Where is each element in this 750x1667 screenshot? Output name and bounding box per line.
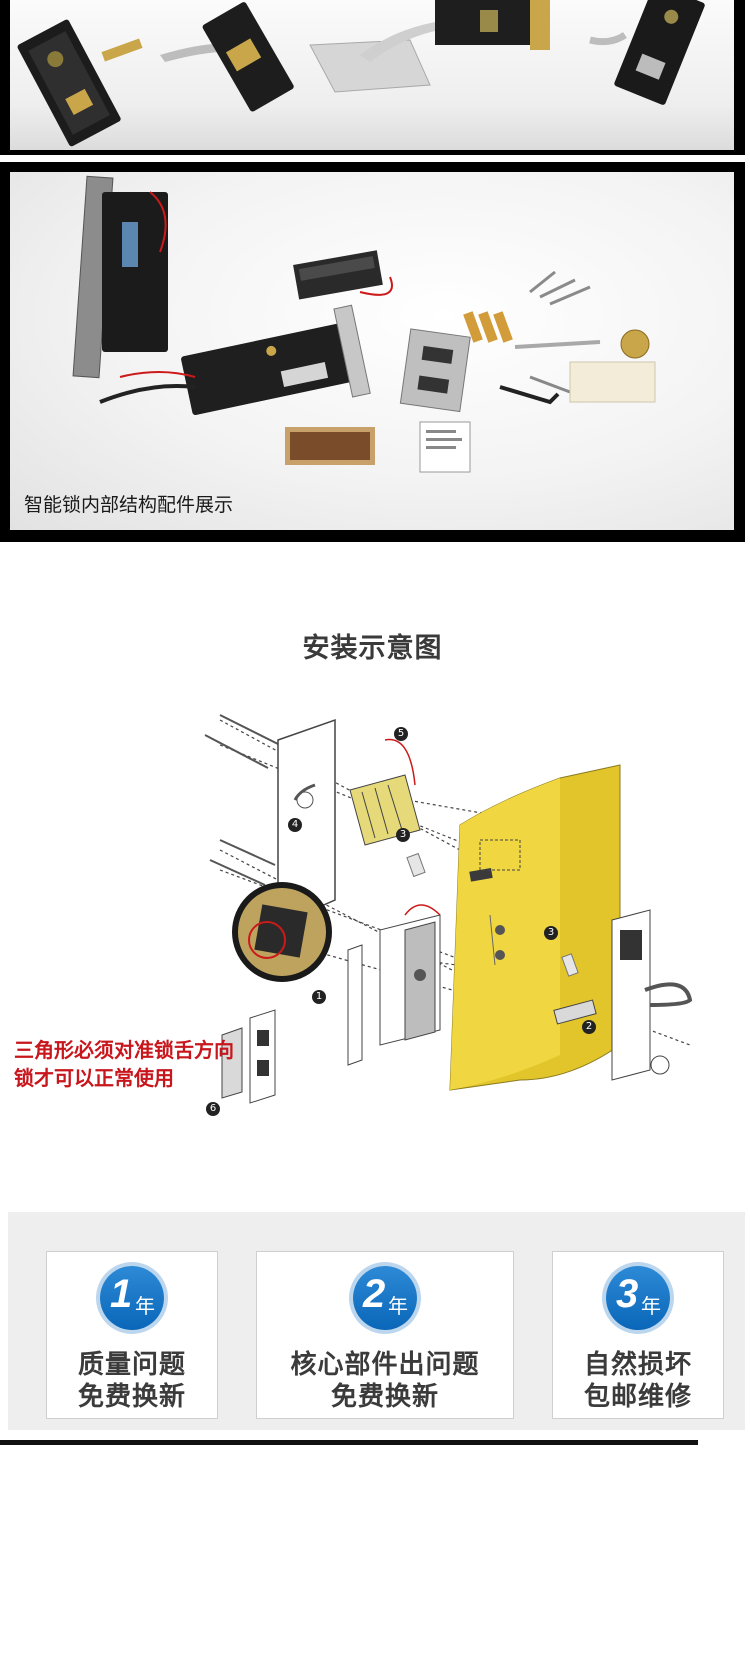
warranty-card-2: 2 年 核心部件出问题 免费换新 [256,1251,514,1419]
warranty-card-3: 3 年 自然损坏 包邮维修 [552,1251,724,1419]
warranty-year-badge: 1 年 [100,1266,164,1330]
diagram-callout-3b: 3 [544,926,558,940]
warranty-year-number: 1 [110,1272,133,1316]
lock-parts-photo [10,172,734,530]
warranty-line2: 免费换新 [77,1382,186,1412]
warranty-line1: 质量问题 [77,1350,186,1380]
diagram-callout-5: 5 [394,727,408,741]
diagram-callout-3a: 3 [396,828,410,842]
lock-products-illustration [17,0,705,147]
warranty-year-number: 3 [616,1272,639,1316]
triangle-alignment-note-line2: 锁才可以正常使用 [14,1066,174,1090]
install-diagram: 1 2 3 3 4 5 6 [150,700,750,1180]
install-diagram-title: 安装示意图 [302,633,443,664]
warranty-year-badge: 2 年 [353,1266,417,1330]
lock-products-photo [10,0,734,150]
exploded-lock-diagram [204,714,693,1104]
lock-parts-illustration [72,175,656,473]
diagram-callout-2: 2 [582,1020,596,1034]
warranty-line1: 核心部件出问题 [290,1350,480,1380]
warranty-year-badge: 3 年 [606,1266,670,1330]
warranty-year-unit: 年 [641,1294,661,1318]
diagram-callout-6: 6 [206,1102,220,1116]
diagram-callout-1: 1 [312,990,326,1004]
warranty-year-unit: 年 [388,1294,408,1318]
warranty-year-unit: 年 [135,1294,155,1318]
warranty-line2: 包邮维修 [583,1382,692,1412]
section-divider [0,1440,698,1445]
triangle-alignment-note-line1: 三角形必须对准锁舌方向 [14,1038,234,1062]
warranty-line1: 自然损坏 [583,1350,692,1380]
warranty-year-number: 2 [363,1272,386,1316]
parts-photo-caption: 智能锁内部结构配件展示 [24,494,234,516]
diagram-callout-4: 4 [288,818,302,832]
warranty-card-1: 1 年 质量问题 免费换新 [46,1251,218,1419]
warranty-line2: 免费换新 [330,1382,439,1412]
